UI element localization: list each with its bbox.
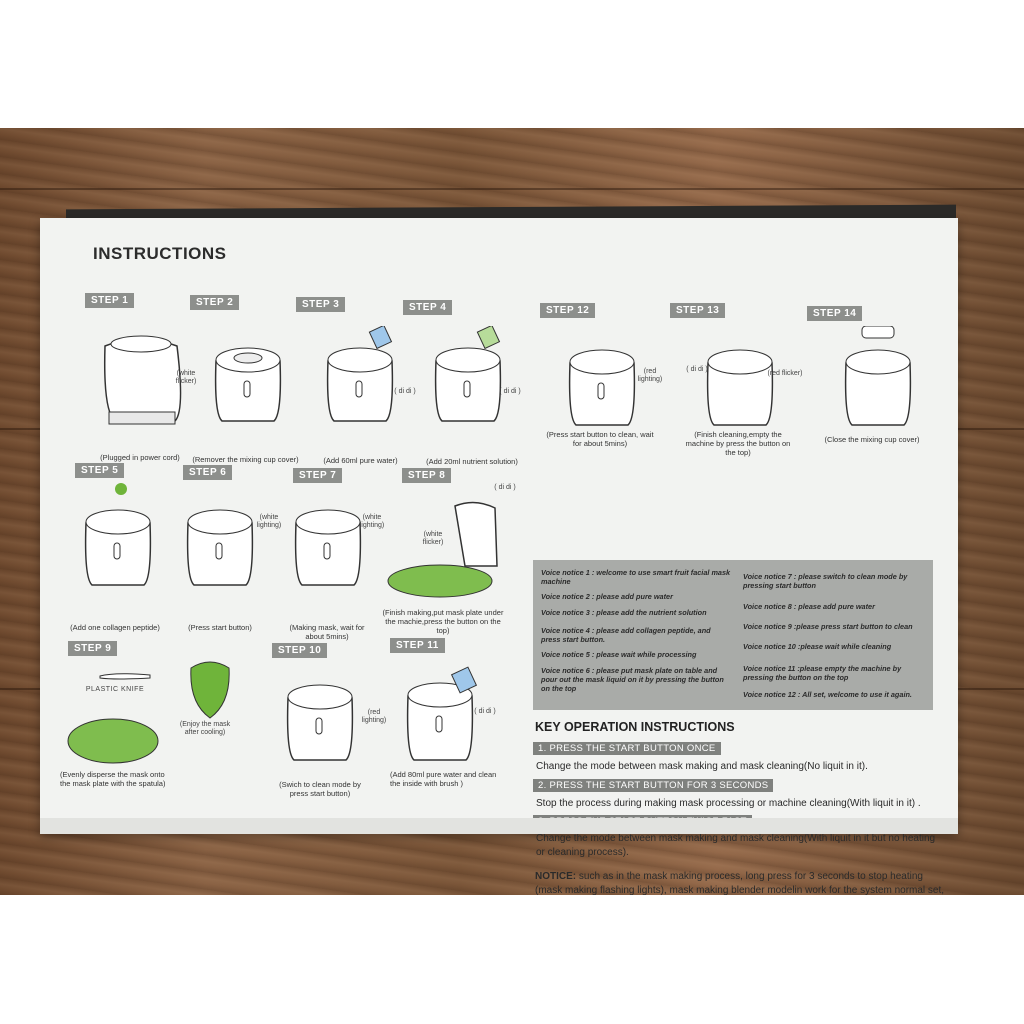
step-4-note: ( di di )	[499, 388, 521, 395]
machine-illustration-step-7	[294, 509, 362, 586]
step-6-note: (white lighting)	[256, 514, 282, 529]
instructions-title: INSTRUCTIONS	[93, 244, 227, 263]
step-2-caption: (Remover the mixing cup cover)	[192, 455, 299, 464]
key-op-1-bar: 1. PRESS THE START BUTTON ONCE	[533, 742, 721, 755]
step-13-caption: (Finish cleaning,empty the machine by pr…	[685, 430, 791, 457]
step-3-note: ( di di )	[394, 388, 416, 395]
voice-notice-8: Voice notice 8 : please add pure water	[743, 602, 875, 611]
machine-illustration-step-14	[844, 326, 912, 426]
machine-illustration-step-10	[286, 684, 354, 761]
step-5-caption: (Add one collagen peptide)	[70, 623, 160, 632]
notice-paragraph: NOTICE: such as in the mask making proce…	[535, 870, 945, 895]
step-7-caption: (Making mask, wait for about 5mins)	[289, 623, 365, 641]
notice-text: such as in the mask making process, long…	[535, 871, 945, 895]
step-12-note: (red lighting)	[637, 368, 663, 383]
voice-notice-9: Voice notice 9 :please press start butto…	[743, 622, 913, 631]
machine-illustration-step-5	[84, 509, 152, 586]
step-7-note: (white lighting)	[359, 514, 385, 529]
step-4-caption: (Add 20ml nutrient solution)	[426, 457, 518, 466]
step-13-sound-note: ( di di )	[686, 366, 708, 373]
step-12-badge: STEP 12	[540, 303, 596, 318]
machine-illustration-step-11	[406, 666, 478, 761]
face-mask-icon	[190, 661, 230, 719]
photo-background: INSTRUCTIONS STEP 1 STEP 2 STEP 3 STEP 4	[0, 128, 1024, 895]
voice-notice-1: Voice notice 1 : welcome to use smart fr…	[541, 568, 731, 586]
step-12-caption: (Press start button to clean, wait for a…	[546, 430, 654, 448]
step-14-caption: (Close the mixing cup cover)	[824, 435, 920, 444]
key-operation-heading: KEY OPERATION INSTRUCTIONS	[535, 720, 735, 734]
machine-illustration-step-6	[186, 509, 254, 586]
voice-notice-panel: Voice notice 1 : welcome to use smart fr…	[533, 560, 933, 710]
voice-notice-2: Voice notice 2 : please add pure water	[541, 592, 673, 601]
key-op-3-text: Change the mode between mask making and …	[536, 833, 936, 858]
machine-illustration-step-1	[103, 335, 182, 425]
step-1-caption: (Plugged in power cord)	[100, 453, 180, 462]
step-10-note: (red lighting)	[361, 709, 387, 724]
voice-notice-11: Voice notice 11 :please empty the machin…	[743, 664, 902, 682]
box-bottom-edge	[40, 818, 958, 834]
step-3-badge: STEP 3	[296, 297, 346, 312]
voice-notice-6: Voice notice 6 : please put mask plate o…	[541, 666, 724, 693]
step-10-caption: (Swich to clean mode by press start butt…	[279, 780, 361, 798]
step-6-caption: (Press start button)	[188, 623, 252, 632]
step-9-caption: (Evenly disperse the mask onto the mask …	[60, 770, 166, 788]
key-op-2-text: Stop the process during making mask proc…	[536, 798, 921, 809]
key-op-2-bar: 2. PRESS THE START BUTTON FOR 3 SECONDS	[533, 779, 774, 792]
collagen-peptide-icon	[115, 483, 127, 495]
machine-illustration-step-13	[706, 349, 774, 426]
step-10-badge: STEP 10	[272, 643, 328, 658]
step-4-badge: STEP 4	[403, 300, 453, 315]
voice-notice-12: Voice notice 12 : All set, welcome to us…	[743, 690, 912, 699]
step-1-note: (white flicker)	[175, 370, 197, 385]
step-8-note: (white flicker)	[422, 531, 444, 546]
step-7-badge: STEP 7	[293, 468, 343, 483]
step-2-badge: STEP 2	[190, 295, 240, 310]
step-11-caption: (Add 80ml pure water and clean the insid…	[390, 770, 497, 788]
instruction-box: INSTRUCTIONS STEP 1 STEP 2 STEP 3 STEP 4	[40, 218, 958, 895]
machine-illustration-step-12	[568, 349, 636, 426]
voice-notice-10: Voice notice 10 :please wait while clean…	[743, 642, 892, 651]
notice-label: NOTICE:	[535, 871, 577, 882]
step-11-badge: STEP 11	[390, 638, 445, 653]
step-13-note: (red flicker)	[767, 370, 803, 377]
step-13-badge: STEP 13	[670, 303, 726, 318]
step-3-caption: (Add 60ml pure water)	[323, 456, 398, 465]
step-14-badge: STEP 14	[807, 306, 863, 321]
step-5-badge: STEP 5	[75, 463, 125, 478]
step-6-badge: STEP 6	[183, 465, 233, 480]
machine-illustration-step-3	[326, 326, 394, 422]
voice-notice-3: Voice notice 3 : please add the nutrient…	[541, 608, 707, 617]
mask-plate-icon	[67, 718, 159, 764]
step-9-note: (Enjoy the mask after cooling)	[179, 721, 231, 736]
machine-illustration-step-2	[214, 347, 282, 422]
voice-notice-4: Voice notice 4 : please add collagen pep…	[541, 626, 711, 644]
step-8-caption: (Finish making,put mask plate under the …	[382, 608, 504, 635]
plastic-knife-icon	[99, 673, 151, 680]
step-11-note: ( di di )	[474, 708, 496, 715]
step-9-badge: STEP 9	[68, 641, 118, 656]
key-op-1-text: Change the mode between mask making and …	[536, 761, 868, 772]
floor-seam	[0, 188, 1024, 190]
step-1-badge: STEP 1	[85, 293, 135, 308]
step-8-sound-note: ( di di )	[494, 484, 516, 491]
voice-notice-7: Voice notice 7 : please switch to clean …	[743, 572, 908, 590]
machine-illustration-step-8	[387, 501, 498, 598]
step-8-badge: STEP 8	[402, 468, 452, 483]
plastic-knife-label: PLASTIC KNIFE	[85, 686, 145, 693]
voice-notice-5: Voice notice 5 : please wait while proce…	[541, 650, 697, 659]
machine-illustration-step-4	[434, 326, 502, 422]
